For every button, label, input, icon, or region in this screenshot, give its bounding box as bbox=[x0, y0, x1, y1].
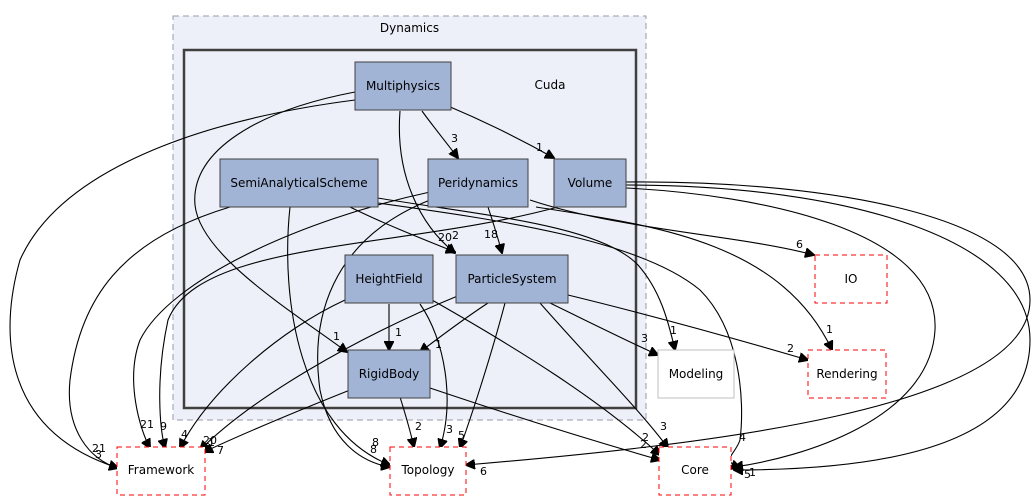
node-volume-label: Volume bbox=[568, 176, 613, 190]
cluster-dynamics-label: Dynamics bbox=[380, 21, 439, 35]
node-heightfield-label: HeightField bbox=[355, 272, 422, 286]
edge-label: 6 bbox=[480, 465, 487, 478]
edge-volume-core-outer bbox=[625, 184, 1031, 470]
edge-label: 20 bbox=[438, 231, 452, 244]
node-framework-label: Framework bbox=[128, 463, 194, 477]
edge-semianalytical-particlesystem bbox=[349, 206, 455, 252]
node-modeling[interactable]: Modeling bbox=[657, 349, 735, 399]
edge-particlesystem-modeling bbox=[549, 302, 658, 355]
edge-label: 3 bbox=[641, 332, 648, 345]
edge-label: 4 bbox=[181, 428, 188, 441]
node-peridynamics-label: Peridynamics bbox=[438, 176, 518, 190]
edge-label: 8 bbox=[370, 443, 377, 456]
edge-label: 18 bbox=[484, 228, 498, 241]
edge-peridynamics-particlesystem bbox=[487, 206, 502, 253]
edge-label: 1 bbox=[670, 324, 677, 337]
edge-label: 20 bbox=[203, 434, 217, 447]
edge-heightfield-framework bbox=[180, 299, 346, 448]
edge-label: 2 bbox=[787, 342, 794, 355]
edge-peridynamics-framework bbox=[133, 191, 431, 448]
node-semianalyticalscheme[interactable]: SemiAnalyticalScheme bbox=[219, 158, 379, 208]
edge-semianalytical-topology bbox=[287, 206, 390, 465]
edge-labels: 3 1 18 20 2 6 1 3 1 2 1 1 1 21 3 21 9 4 … bbox=[92, 132, 833, 481]
edge-peridynamics-io bbox=[529, 199, 814, 255]
edge-multiphysics-rigidbody bbox=[194, 91, 356, 352]
edge-label: 2 bbox=[640, 438, 647, 451]
edge-multiphysics-framework bbox=[9, 99, 356, 468]
edge-label: 1 bbox=[208, 436, 215, 449]
edge-particlesystem-rendering bbox=[567, 294, 808, 360]
edge-multiphysics-peridynamics bbox=[421, 110, 458, 158]
edge-particlesystem-core bbox=[539, 302, 668, 448]
node-core[interactable]: Core bbox=[658, 446, 732, 496]
node-multiphysics[interactable]: Multiphysics bbox=[354, 61, 452, 111]
edge-label: 5 bbox=[744, 468, 751, 481]
edge-label: 1 bbox=[333, 330, 340, 343]
cluster-cuda-label: Cuda bbox=[535, 78, 566, 92]
edge-heightfield-topology bbox=[419, 303, 448, 448]
node-particlesystem[interactable]: ParticleSystem bbox=[455, 254, 569, 304]
edge-volume-core bbox=[625, 187, 936, 467]
edges bbox=[9, 91, 1031, 470]
edge-label: 8 bbox=[372, 436, 379, 449]
node-topology-label: Topology bbox=[401, 463, 455, 477]
node-multiphysics-label: Multiphysics bbox=[366, 79, 440, 93]
edge-particlesystem-rigidbody bbox=[420, 302, 489, 352]
node-rigidbody[interactable]: RigidBody bbox=[347, 349, 431, 399]
edge-semianalytical-framework bbox=[68, 206, 231, 468]
edge-multiphysics-volume bbox=[447, 105, 554, 158]
edge-particlesystem-framework bbox=[200, 294, 461, 450]
edge-particlesystem-topology bbox=[460, 302, 506, 448]
node-heightfield[interactable]: HeightField bbox=[344, 254, 434, 304]
node-modeling-label: Modeling bbox=[669, 367, 724, 381]
edge-volume-topology bbox=[466, 181, 1031, 465]
edge-rigidbody-core bbox=[429, 387, 660, 460]
edge-label: 5 bbox=[458, 429, 465, 442]
node-core-label: Core bbox=[681, 463, 709, 477]
edge-volume-rendering bbox=[535, 206, 832, 350]
edge-semianalytical-core bbox=[377, 202, 743, 468]
node-rendering[interactable]: Rendering bbox=[807, 349, 887, 399]
node-io-label: IO bbox=[845, 272, 858, 286]
edge-label: 7 bbox=[217, 444, 224, 457]
edge-label: 2 bbox=[415, 420, 422, 433]
node-io[interactable]: IO bbox=[814, 254, 888, 304]
edge-label: 1 bbox=[749, 466, 756, 479]
edge-label: 3 bbox=[451, 132, 458, 145]
edge-label: 4 bbox=[739, 431, 746, 444]
edge-label: 21 bbox=[140, 418, 154, 431]
node-framework[interactable]: Framework bbox=[116, 446, 206, 496]
node-particlesystem-label: ParticleSystem bbox=[467, 272, 556, 286]
edge-label: 3 bbox=[446, 423, 453, 436]
edge-label: 2 bbox=[642, 431, 649, 444]
edge-rigidbody-framework bbox=[204, 389, 351, 452]
edge-volume-framework bbox=[160, 206, 559, 448]
edge-label: 6 bbox=[796, 238, 803, 251]
node-rendering-label: Rendering bbox=[816, 367, 877, 381]
edge-label: 2 bbox=[452, 229, 459, 242]
node-topology[interactable]: Topology bbox=[389, 446, 467, 496]
node-rigidbody-label: RigidBody bbox=[359, 367, 420, 381]
edge-label: 1 bbox=[826, 323, 833, 336]
node-volume[interactable]: Volume bbox=[553, 158, 627, 208]
node-semianalyticalscheme-label: SemiAnalyticalScheme bbox=[230, 176, 367, 190]
edge-label: 3 bbox=[95, 448, 102, 461]
edge-label: 3 bbox=[660, 420, 667, 433]
edge-label: 9 bbox=[160, 420, 167, 433]
edge-label: 21 bbox=[92, 442, 106, 455]
edge-label: 1 bbox=[536, 141, 543, 154]
node-peridynamics[interactable]: Peridynamics bbox=[427, 158, 529, 208]
edge-label: 1 bbox=[435, 338, 442, 351]
edge-rigidbody-topology bbox=[399, 396, 414, 447]
edge-label: 1 bbox=[395, 326, 402, 339]
